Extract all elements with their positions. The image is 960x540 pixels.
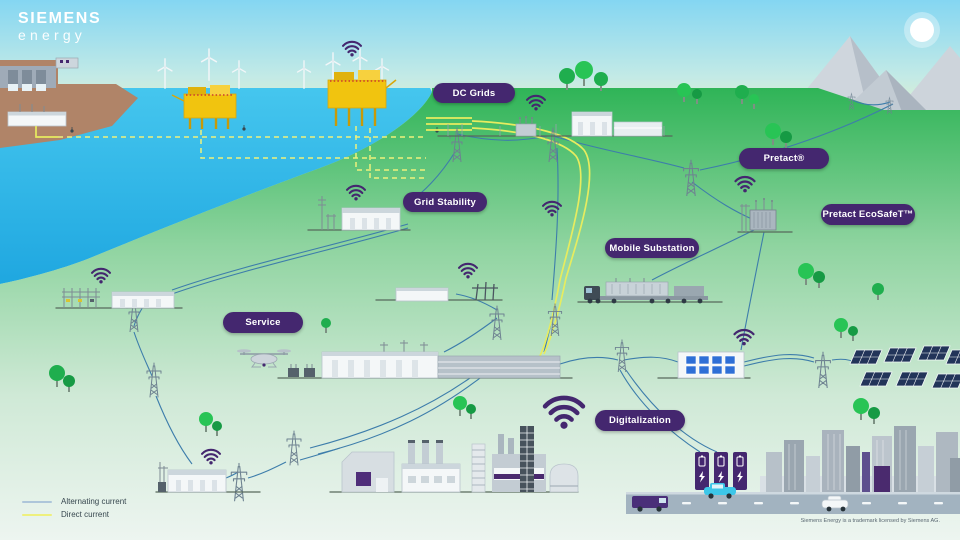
offshore-platform <box>327 70 397 126</box>
sun-icon <box>904 12 940 48</box>
car <box>821 495 849 512</box>
converter-station <box>437 111 673 137</box>
brand-line-2: energy <box>18 27 87 43</box>
label-service[interactable]: Service <box>223 312 303 333</box>
substation-middle <box>375 281 503 302</box>
subsea-dc-cables <box>58 126 426 179</box>
label-digitalization[interactable]: Digitalization <box>595 410 685 431</box>
label-pretact[interactable]: Pretact® <box>739 148 829 169</box>
label-dc-grids[interactable]: DC Grids <box>433 83 515 103</box>
central-substation <box>277 340 573 379</box>
label-mobile-substation[interactable]: Mobile Substation <box>605 238 699 258</box>
van <box>632 496 668 512</box>
dc-line-swatch <box>22 513 52 516</box>
trademark-note: Siemens Energy is a trademark licensed b… <box>800 518 940 524</box>
factory <box>329 426 579 493</box>
car-electric <box>704 483 736 499</box>
grid-stability-station <box>307 196 411 231</box>
ev-charging-stations <box>695 452 747 490</box>
brand-logo: SIEMENS energy <box>18 10 102 43</box>
dc-line-label: Direct current <box>61 510 110 519</box>
drone <box>237 349 291 368</box>
legend: Alternating current Direct current <box>22 497 126 519</box>
trees <box>49 61 884 436</box>
city-skyline <box>760 426 960 492</box>
solar-farm <box>849 345 960 389</box>
label-pretact-ecosafet[interactable]: Pretact EcoSafeT™ <box>821 204 915 225</box>
pretact-transformer <box>737 198 793 233</box>
legend-row-dc: Direct current <box>22 510 126 519</box>
label-grid-stability[interactable]: Grid Stability <box>403 192 487 212</box>
power-lines-dc <box>426 117 591 357</box>
brand-line-1: SIEMENS <box>18 10 102 27</box>
substation-southwest <box>155 462 261 493</box>
battery-storage <box>657 351 751 379</box>
legend-row-ac: Alternating current <box>22 497 126 506</box>
mobile-substation-truck <box>577 278 723 304</box>
ac-line-label: Alternating current <box>61 497 127 506</box>
offshore-platform <box>171 85 237 129</box>
ac-line-swatch <box>22 500 52 503</box>
hydro-dam <box>0 57 138 148</box>
road <box>626 492 960 514</box>
power-lines-ac <box>133 99 894 479</box>
substation-west <box>55 288 183 309</box>
